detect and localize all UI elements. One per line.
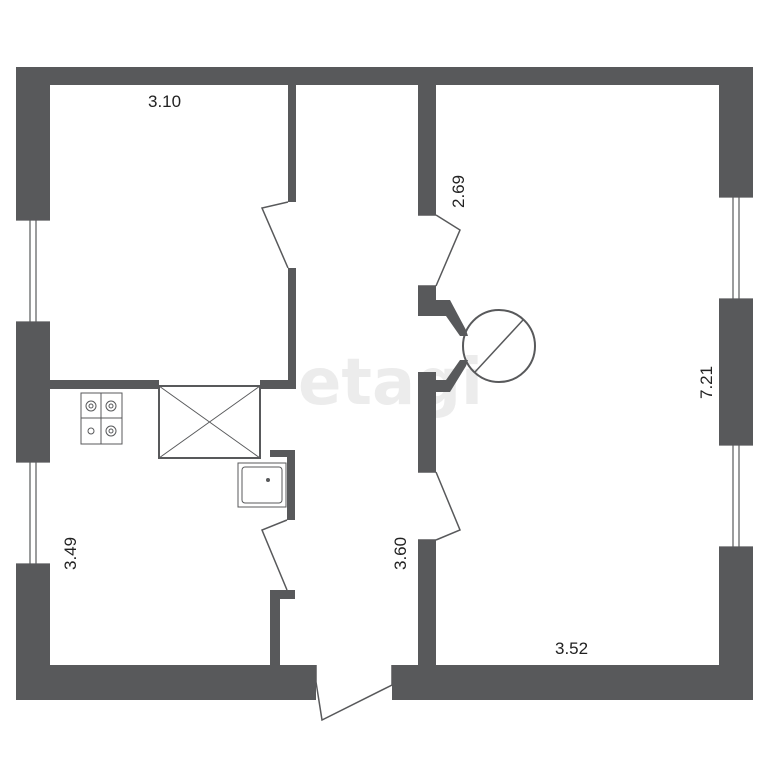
shaft-box: [158, 385, 261, 459]
dim-top-left-room-width: 3.10: [148, 92, 181, 111]
door-entrance: [315, 665, 393, 722]
dim-corridor-length: 3.60: [391, 537, 410, 570]
stove-fixture: [436, 300, 536, 392]
window-left-bottom: [16, 461, 50, 565]
door-right-room-top: [418, 214, 461, 287]
window-right-top: [719, 196, 753, 300]
door-top-left-room: [260, 201, 289, 269]
kitchen-stove: [80, 392, 123, 445]
window-right-bottom: [719, 444, 753, 548]
dim-right-room-upper-height: 2.69: [449, 175, 468, 208]
wall-top: [16, 67, 753, 85]
door-kitchen: [261, 519, 288, 591]
outer-walls: [16, 67, 753, 700]
window-left-top: [16, 219, 50, 323]
dim-right-room-width: 3.52: [555, 639, 588, 658]
dim-kitchen-height: 3.49: [61, 537, 80, 570]
interior-walls: [50, 85, 436, 665]
wall-left: [16, 67, 50, 700]
wall-bottom-right: [392, 665, 753, 700]
door-right-room-bottom: [418, 471, 461, 541]
wall-bottom-left: [16, 665, 316, 700]
sink: [237, 462, 287, 508]
dim-right-room-height: 7.21: [697, 366, 716, 399]
wall-right: [719, 67, 753, 700]
